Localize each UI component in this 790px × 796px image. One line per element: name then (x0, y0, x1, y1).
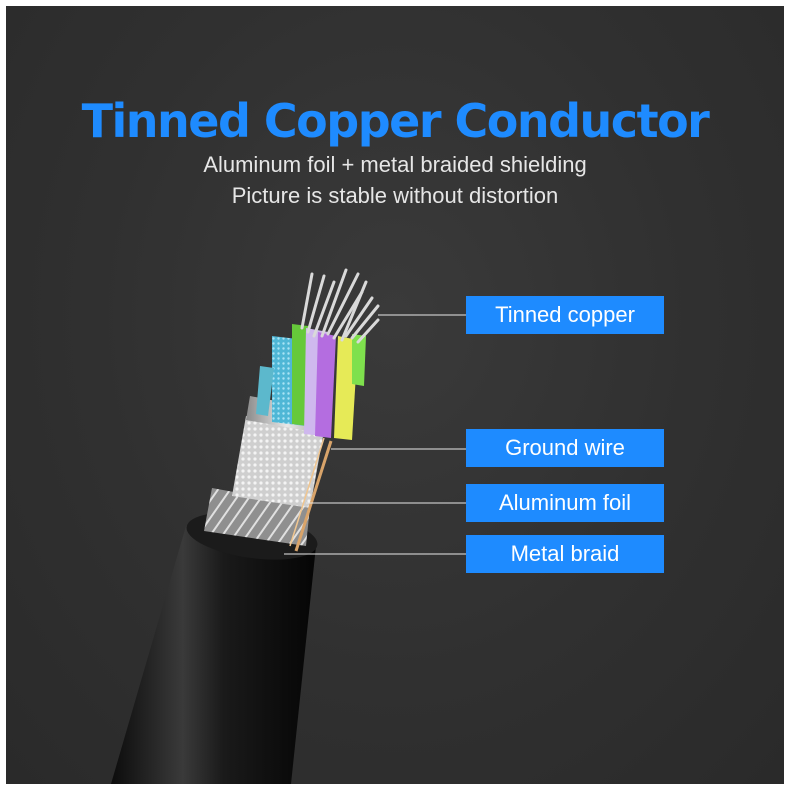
label-ground-wire: Ground wire (466, 429, 664, 467)
ground-wire (289, 437, 333, 552)
label-aluminum-foil: Aluminum foil (466, 484, 664, 522)
tinned-copper-strands (300, 268, 380, 344)
cable-illustration (111, 268, 466, 784)
cable-jacket (111, 512, 318, 784)
inner-wires (256, 324, 366, 440)
subtitle-line-1: Aluminum foil + metal braided shielding (203, 152, 587, 177)
subtitle-line-2: Picture is stable without distortion (231, 183, 559, 208)
leader-lines (284, 314, 466, 555)
label-tinned-copper: Tinned copper (466, 296, 664, 334)
label-metal-braid: Metal braid (466, 535, 664, 573)
page-title: Tinned Copper Conductor (81, 94, 710, 148)
product-banner: Tinned Copper Conductor Aluminum foil + … (6, 6, 784, 784)
